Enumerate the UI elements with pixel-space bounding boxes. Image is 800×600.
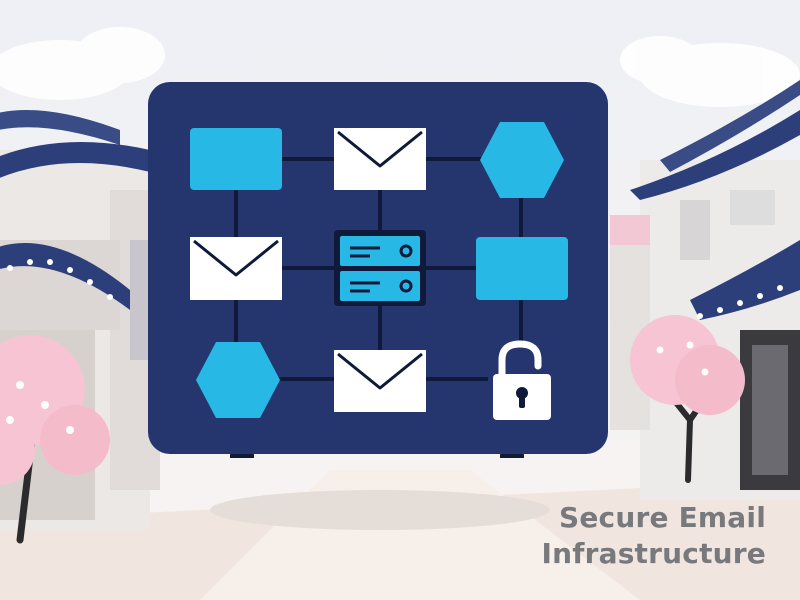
cloud-left (0, 27, 165, 100)
caption-line-2: Infrastructure (541, 537, 766, 570)
envelope-icon-left (190, 237, 282, 300)
rect-node-right (476, 237, 568, 300)
cherry-tree-left (0, 335, 110, 544)
caption: Secure Email Infrastructure (541, 500, 766, 572)
hexagon-node-bottom-left (196, 342, 280, 418)
envelope-icon-top (334, 128, 426, 190)
cherry-tree-right (630, 315, 745, 483)
envelope-icon-bottom (334, 350, 426, 412)
caption-line-1: Secure Email (558, 501, 766, 534)
rect-node-top-left (190, 128, 282, 190)
network-diagram-panel (148, 82, 608, 458)
padlock-open-icon (493, 340, 551, 420)
cloud-right (620, 36, 800, 107)
hexagon-node-top-right (480, 122, 564, 198)
server-icon (334, 230, 426, 306)
